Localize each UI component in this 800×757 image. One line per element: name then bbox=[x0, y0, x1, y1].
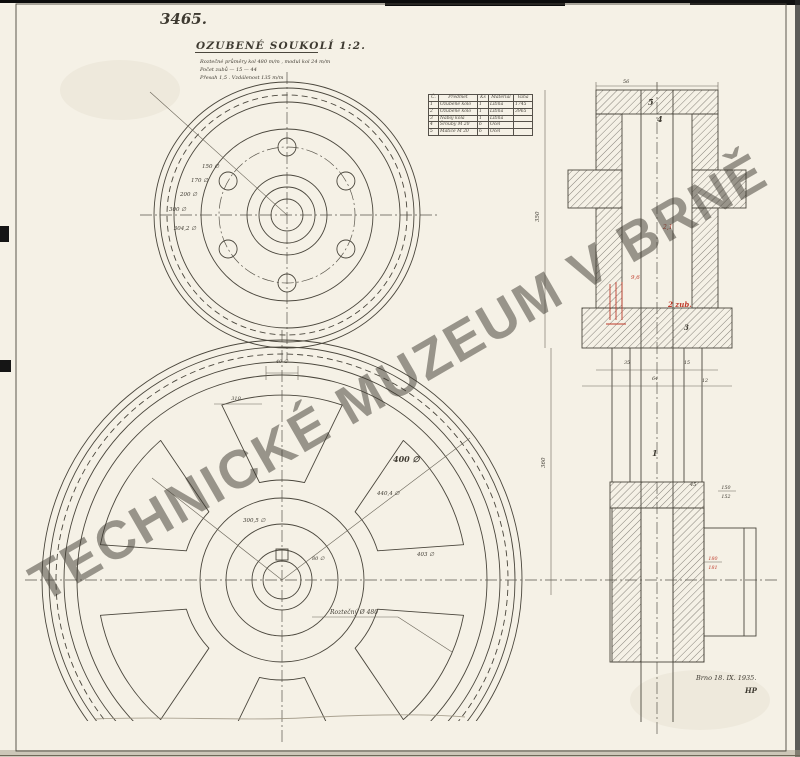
dim-label: 150 bbox=[721, 485, 730, 491]
dim-label: Roztečný Ø 480 bbox=[329, 609, 378, 616]
large-wheel-front-view: 40 ∅ 310 400 ∅ 440,4 ∅ 403 ∅ 300,5 ∅ 80 … bbox=[25, 330, 778, 745]
dim-label: 400 ∅ bbox=[393, 454, 420, 464]
dim-label: 56 bbox=[623, 79, 630, 85]
dim-label: 300,5 ∅ bbox=[243, 518, 265, 524]
table-cell: 1745 bbox=[513, 100, 533, 109]
table-cell: Ozubené kolo bbox=[438, 107, 478, 116]
initials: HP bbox=[744, 686, 758, 695]
parts-table-row: 1 Ozubené kolo 1 Litina 1745 bbox=[428, 100, 533, 109]
dim-label: 80 ∅ bbox=[312, 556, 325, 562]
spec-line: Počet zubů — 15 — 44 bbox=[199, 66, 257, 73]
table-cell: 3 bbox=[428, 114, 439, 123]
dim-label: 45 bbox=[689, 482, 696, 488]
parts-table-row: 5 Matice M 20 6 Ocel bbox=[428, 128, 533, 137]
dim-label: 35 bbox=[624, 360, 630, 366]
dim-label: 200 ∅ bbox=[179, 192, 197, 198]
table-cell bbox=[513, 128, 533, 137]
footer-block: Brno 18. IX. 1935. HP bbox=[695, 674, 758, 695]
table-cell: Litina bbox=[488, 114, 514, 123]
table-cell: 6 bbox=[477, 121, 489, 130]
table-cell: 6 bbox=[477, 128, 489, 137]
dim-label: 403 ∅ bbox=[416, 552, 434, 558]
section-view: 56 5 4 350 360 3 1 35 15 64 12 45 150 15… bbox=[535, 79, 757, 735]
spec-line: Přesah 1,5 . Vzdálenost 135 m/m bbox=[199, 74, 284, 81]
table-cell: 1 bbox=[477, 107, 489, 116]
red-annotations: 2,1 9,6 2 zub. 180 181 bbox=[606, 224, 718, 571]
parts-table-header-row: Č. Předmět Ks Materiál Váha bbox=[428, 94, 533, 102]
drawing-title: OZUBENÉ SOUKOLÍ 1:2. bbox=[196, 38, 366, 52]
dim-label: 300 ∅ bbox=[169, 207, 186, 213]
dim-label: 304,2 ∅ bbox=[174, 226, 196, 232]
table-cell: Litina bbox=[488, 107, 514, 116]
drawing-number: 3465. bbox=[160, 10, 207, 28]
header-block: 3465. OZUBENÉ SOUKOLÍ 1:2. Roztečné prům… bbox=[160, 10, 366, 81]
dim-label: 360 bbox=[541, 457, 547, 468]
dim-label: 15 bbox=[684, 360, 690, 366]
table-cell: Č. bbox=[428, 94, 439, 102]
watermark-text: TECHNICKÉ MUZEUM V BRNĚ bbox=[19, 141, 777, 614]
table-cell: Materiál bbox=[488, 94, 514, 102]
date-note: Brno 18. IX. 1935. bbox=[695, 674, 756, 682]
table-cell: 1 bbox=[428, 100, 439, 109]
red-dim-label: 181 bbox=[708, 565, 717, 571]
torn-paper-edge bbox=[94, 714, 466, 720]
table-cell: Matice M 20 bbox=[438, 128, 478, 137]
parts-table-row: 4 Šrouby M 20 6 Ocel bbox=[428, 121, 533, 130]
dim-label: 170 ∅ bbox=[191, 178, 208, 184]
bolt-holes bbox=[218, 137, 356, 293]
table-cell: 5 bbox=[428, 128, 439, 137]
table-cell: Náboj kola bbox=[438, 114, 478, 123]
part-number: 3 bbox=[684, 323, 689, 332]
table-cell: Ozubené kolo bbox=[438, 100, 478, 109]
table-cell: Váha bbox=[513, 94, 533, 102]
parts-table: Č. Předmět Ks Materiál Váha 1 Ozubené ko… bbox=[428, 94, 533, 137]
dim-label: 152 bbox=[721, 494, 730, 500]
table-cell: 3965 bbox=[513, 107, 533, 116]
table-cell: Předmět bbox=[438, 94, 478, 102]
table-cell: 1 bbox=[477, 100, 489, 109]
parts-table-row: 2 Ozubené kolo 1 Litina 3965 bbox=[428, 107, 533, 116]
red-dim-label: 2,1 bbox=[662, 224, 673, 231]
part-number: 1 bbox=[652, 448, 658, 458]
table-cell: 4 bbox=[428, 121, 439, 130]
dim-label: 40 ∅ bbox=[275, 359, 289, 365]
table-cell: 1 bbox=[477, 114, 489, 123]
dim-label: 12 bbox=[702, 378, 708, 384]
red-note: 2 zub. bbox=[667, 300, 692, 309]
dim-label: 350 bbox=[535, 211, 541, 222]
table-cell bbox=[513, 121, 533, 130]
punch-mark bbox=[0, 226, 9, 242]
table-cell: Ocel bbox=[488, 128, 514, 137]
spec-line: Roztečné průměry kol 480 m/m , modul kol… bbox=[199, 58, 331, 65]
punch-mark bbox=[0, 360, 11, 372]
small-gear-front-view: 150 ∅ 170 ∅ 200 ∅ 300 ∅ 304,2 ∅ bbox=[140, 72, 437, 360]
table-cell: Ocel bbox=[488, 121, 514, 130]
table-cell: Ks bbox=[477, 94, 489, 102]
dim-label: 64 bbox=[652, 376, 658, 382]
red-dim-label: 9,6 bbox=[631, 275, 640, 281]
part-number: 4 bbox=[657, 114, 663, 124]
parts-table-row: 3 Náboj kola 1 Litina bbox=[428, 114, 533, 123]
page-frame bbox=[15, 3, 787, 752]
table-cell bbox=[513, 114, 533, 123]
dim-label: 150 ∅ bbox=[202, 164, 219, 170]
part-number: 5 bbox=[648, 97, 654, 107]
table-cell: Šrouby M 20 bbox=[438, 121, 478, 130]
table-cell: Litina bbox=[488, 100, 514, 109]
dim-label: 440,4 ∅ bbox=[376, 491, 399, 497]
dim-label: 310 bbox=[231, 396, 241, 402]
table-cell: 2 bbox=[428, 107, 439, 116]
red-dim-label: 180 bbox=[708, 556, 717, 562]
